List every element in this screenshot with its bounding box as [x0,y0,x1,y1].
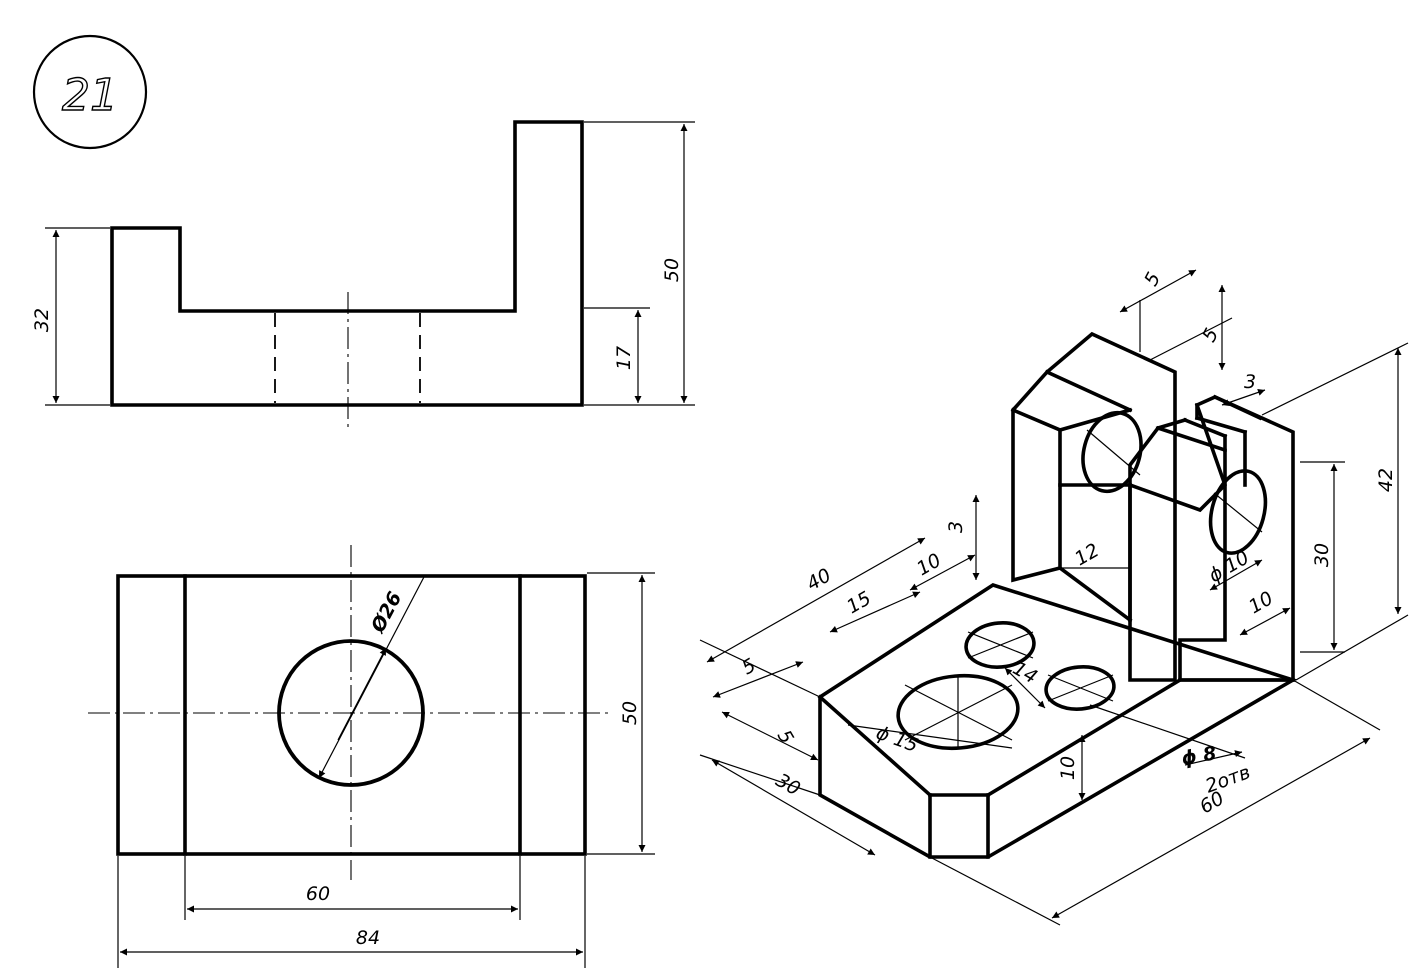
dim-top-total-width: 84 [356,927,380,949]
dim-hole-diameter: Ø26 [367,588,407,637]
dim-iso-hole-offset: 40 [803,564,835,595]
dim-front-height-total: 50 [661,258,683,282]
dim-iso-lug-width: 5 [1140,269,1165,290]
dim-iso-hole-distance: 14 [1009,657,1041,688]
sheet-number-badge: 21 [32,34,148,150]
dim-iso-lug-thickness: 10 [1245,587,1277,618]
dim-iso-slot-width: 3 [1244,371,1256,393]
front-view: 32 50 17 [31,120,695,432]
dim-iso-plate-height: 10 [1057,756,1079,780]
dim-iso-hole-small: ϕ 8 [1180,742,1218,770]
dim-iso-lug-height: 30 [1311,543,1333,567]
top-view: Ø26 50 60 84 [88,545,655,968]
dim-iso-top-offset: 3 [945,521,967,533]
dim-iso-total-height: 42 [1375,468,1397,492]
dim-front-height-base: 17 [613,346,635,370]
dim-front-height-left: 32 [31,308,53,332]
sheet-number: 21 [62,70,118,121]
dim-iso-plate-depth: 30 [772,769,804,800]
isometric-view: 5 5 3 3 40 15 10 12 ϕ 10 30 [699,269,1409,926]
dim-iso-chamfer-b: 5 [773,726,798,747]
dim-top-depth: 50 [619,701,641,725]
dim-iso-lug-gap: 5 [1198,325,1223,346]
dim-iso-hole-spacing-b: 10 [913,549,945,580]
dim-iso-wall-inner: 12 [1071,539,1103,570]
dim-top-inner-width: 60 [306,883,330,905]
